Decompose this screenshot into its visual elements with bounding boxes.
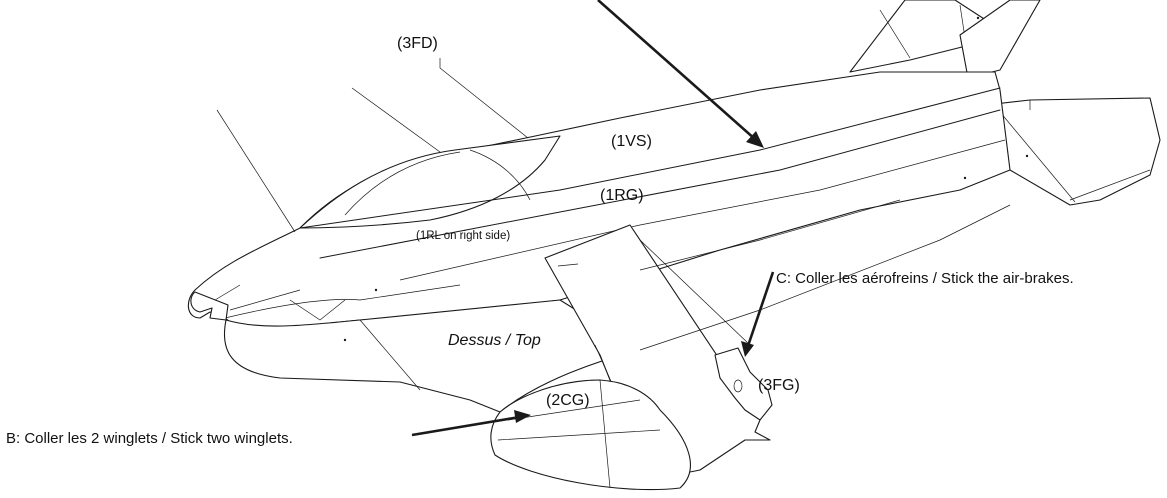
leader-antenna-2 <box>216 109 296 233</box>
arrow-c <box>741 271 775 357</box>
instruction-b: B: Coller les 2 winglets / Stick two win… <box>6 430 293 447</box>
belly <box>223 299 641 413</box>
arrow-a <box>597 0 764 148</box>
winglet <box>490 379 691 491</box>
nose <box>190 291 229 321</box>
label-1rl: (1RL on right side) <box>416 230 511 242</box>
label-1vs: (1VS) <box>611 133 652 150</box>
label-1rg: (1RG) <box>600 187 644 204</box>
horizontal-stabilizer <box>959 97 1161 206</box>
vertical-fin <box>959 0 1041 79</box>
label-2cg: (2CG) <box>546 392 590 409</box>
leader-antenna-1 <box>351 87 441 153</box>
instruction-c: C: Coller les aérofreins / Stick the air… <box>776 270 1074 287</box>
label-3fd: (3FD) <box>397 35 438 52</box>
air-brake <box>714 347 773 421</box>
leader-3fd <box>439 58 529 139</box>
arrow-b <box>411 410 531 437</box>
canopy <box>299 135 561 229</box>
view-label: Dessus / Top <box>448 332 541 349</box>
label-3fg: (3FG) <box>758 377 800 394</box>
